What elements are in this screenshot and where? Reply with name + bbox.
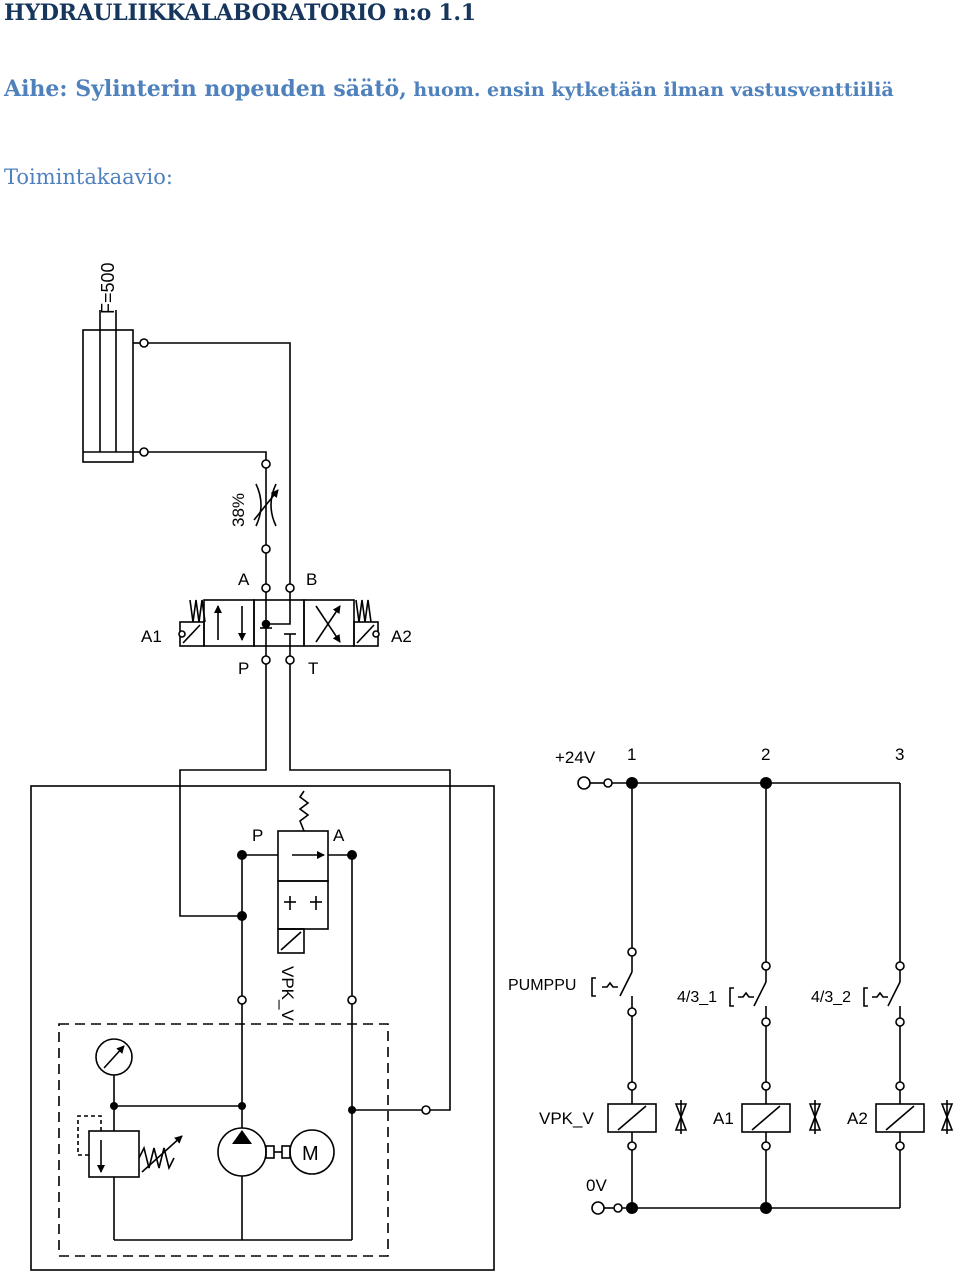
cylinder-force-label: F=500 [98,262,118,314]
coil-vpk-v-label: VPK_V [539,1109,594,1128]
hydraulic-cylinder [82,310,140,463]
electric-motor [289,1129,335,1175]
pressure-gauge [95,1038,133,1106]
line-cylinder-to-port-b [139,338,291,584]
document-subject: Aihe: Sylinterin nopeuden säätö, huom. e… [4,76,894,102]
rung-number-2: 2 [761,745,770,764]
coil-a2-label: A2 [847,1109,868,1128]
valve-port-t-label: T [308,659,318,678]
document-title: HYDRAULIIKKALABORATORIO n:o 1.1 [4,0,476,26]
throttle-valve [253,483,279,527]
ground-rail [591,1201,900,1215]
switch-pumppu-label: PUMPPU [508,977,576,994]
diagram-heading: Toimintakaavio: [4,165,173,189]
solenoid-a1-label: A1 [141,627,162,646]
subject-note: huom. ensin kytketään ilman vastusventti… [406,79,894,101]
supply-voltage-label: +24V [555,748,596,767]
rung-3 [863,783,954,1208]
rung-1 [591,783,688,1208]
power-unit-frame [30,785,495,1271]
junction-dots [110,777,772,1214]
pressure-relief-valve [77,1105,242,1240]
pump-unit-boundary [58,1023,389,1257]
valve-port-b-label: B [306,570,317,589]
unload-valve-name-label: VPK_V [278,966,297,1021]
supply-rail [577,776,900,790]
hydraulic-pump [217,1127,291,1240]
coil-a1-label: A1 [713,1109,734,1128]
rung-number-3: 3 [895,745,904,764]
rung-number-1: 1 [627,745,636,764]
unload-valve-port-p-label: P [252,826,263,845]
throttle-setting-label: 38% [229,493,248,527]
unload-valve-port-a-label: A [333,826,345,845]
line-cylinder-to-port-a [139,447,271,584]
power-unit-lines [237,855,431,1240]
motor-label: M [302,1143,319,1165]
valve-port-p-label: P [238,659,249,678]
switch-4-3-1-label: 4/3_1 [677,989,717,1006]
valve-port-a-label: A [238,570,250,589]
rung-2 [729,783,822,1208]
solenoid-a2-label: A2 [391,627,412,646]
line-valve-to-power-unit [179,664,451,1111]
subject-prefix: Aihe: Sylinterin nopeuden säätö, [4,76,407,102]
ground-label: 0V [586,1176,607,1195]
switch-4-3-2-label: 4/3_2 [811,989,851,1006]
directional-valve-4-3 [178,583,380,665]
